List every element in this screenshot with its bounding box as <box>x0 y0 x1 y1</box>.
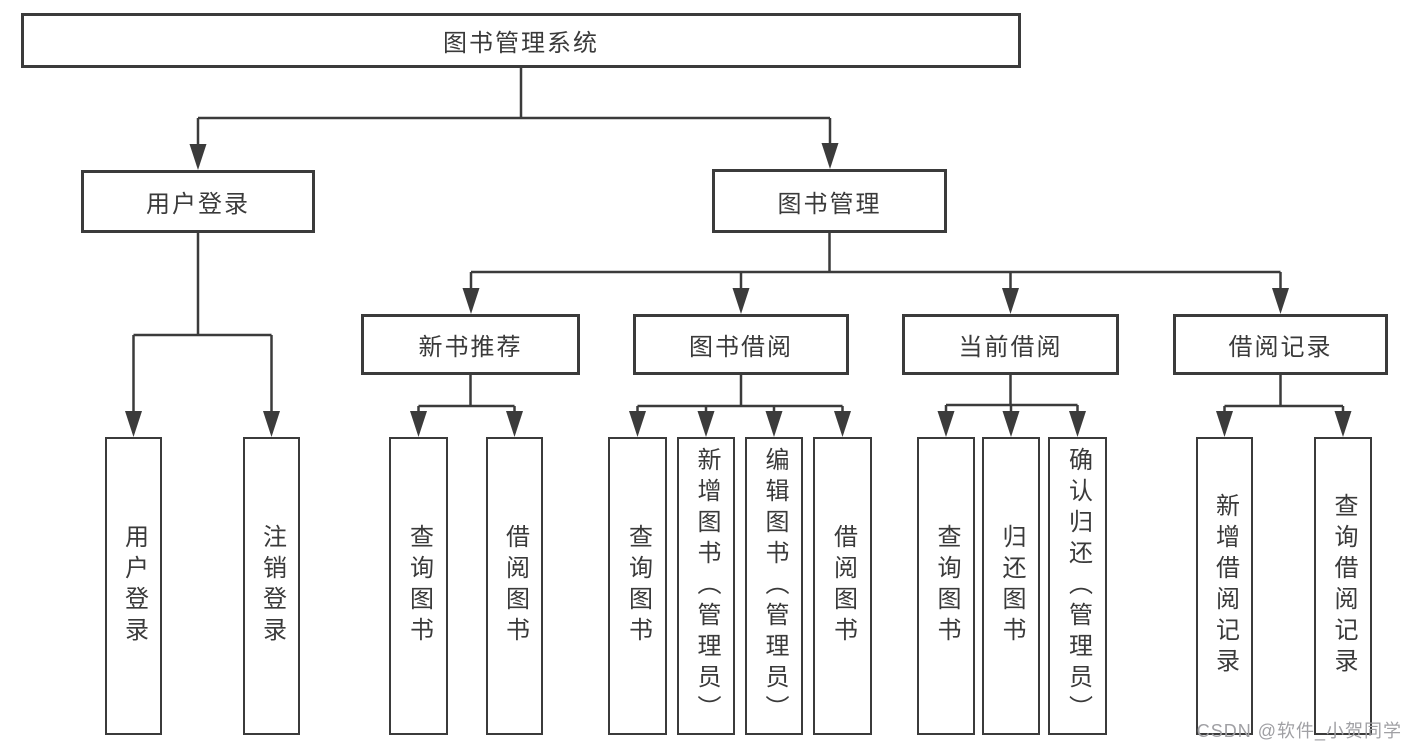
node-leaf-current-confirm-admin: 确认归还（管理员） <box>1048 437 1107 735</box>
node-root: 图书管理系统 <box>21 13 1021 68</box>
node-leaf-record-query: 查询借阅记录 <box>1314 437 1372 735</box>
node-leaf-logout: 注销登录 <box>243 437 300 735</box>
node-leaf-borrow-add-admin: 新增图书（管理员） <box>677 437 735 735</box>
csdn-watermark: CSDN @软件_小贺同学 <box>1196 721 1402 741</box>
node-leaf-record-add: 新增借阅记录 <box>1196 437 1253 735</box>
node-leaf-newbook-query: 查询图书 <box>389 437 448 735</box>
node-leaf-borrow-query: 查询图书 <box>608 437 667 735</box>
node-book-mgmt: 图书管理 <box>712 169 947 233</box>
node-borrow-record: 借阅记录 <box>1173 314 1388 375</box>
node-new-book-recommend: 新书推荐 <box>361 314 580 375</box>
node-current-borrow: 当前借阅 <box>902 314 1119 375</box>
node-leaf-current-query: 查询图书 <box>917 437 975 735</box>
node-leaf-borrow-edit-admin: 编辑图书（管理员） <box>745 437 803 735</box>
node-leaf-user-login: 用户登录 <box>105 437 162 735</box>
node-leaf-borrow-borrow: 借阅图书 <box>813 437 872 735</box>
node-leaf-newbook-borrow: 借阅图书 <box>486 437 543 735</box>
node-leaf-current-return: 归还图书 <box>982 437 1040 735</box>
node-user-login: 用户登录 <box>81 170 315 233</box>
node-book-borrow: 图书借阅 <box>633 314 849 375</box>
